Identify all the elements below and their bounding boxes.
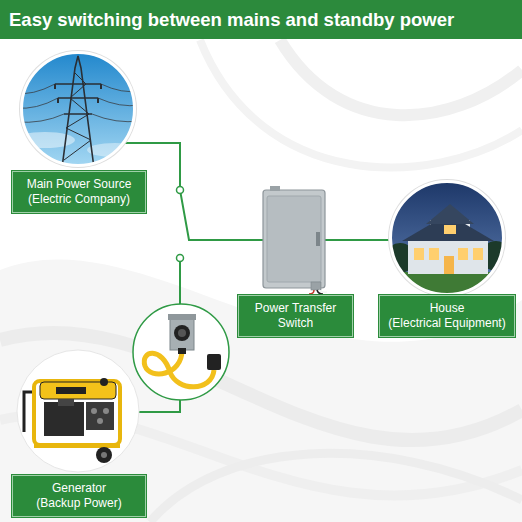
connector-line (353, 239, 383, 241)
component-node: Generator(Backup Power) (12, 350, 146, 517)
label-box: Power Transfer Switch (238, 295, 353, 337)
engine (44, 402, 84, 436)
swoosh (150, 453, 522, 522)
node-label: (Electric Company) (28, 192, 130, 207)
tower-bracing (64, 72, 91, 160)
wire-stub (237, 239, 263, 241)
wheel-hub (101, 452, 107, 458)
window (473, 248, 483, 260)
tower-arms (55, 84, 101, 114)
switch-wire (309, 290, 314, 294)
generator-frame (34, 381, 120, 445)
yellow-cord (144, 350, 214, 387)
tank-badge (56, 387, 86, 394)
inlet-socket (178, 329, 186, 337)
house-roof (426, 204, 474, 224)
switch-cabinet (263, 190, 325, 288)
cord-plug (178, 348, 186, 354)
panel-socket (91, 408, 97, 414)
wire-stubs (120, 143, 393, 412)
title-bar (0, 0, 522, 39)
connector-line (146, 143, 238, 240)
picture-frame (391, 182, 504, 295)
inlet-picture-frame (133, 304, 229, 400)
swoosh (200, 40, 522, 167)
inlet-hood (168, 314, 196, 320)
node-label: House (430, 301, 465, 316)
control-panel (86, 402, 114, 430)
fuel-cap (100, 378, 108, 386)
window (429, 248, 439, 260)
inlet-box (170, 318, 194, 350)
switch-wire (319, 290, 327, 292)
swoosh (280, 40, 522, 115)
label-box: Generator(Backup Power) (12, 475, 146, 517)
power-inlet-picture (144, 314, 221, 387)
label-box: Main Power Source(Electric Company) (12, 171, 146, 213)
insulators (55, 84, 101, 103)
title-area: Easy switching between mains and standby… (0, 0, 522, 39)
panel-socket (103, 408, 109, 414)
sky (18, 50, 138, 170)
cord-plug (207, 354, 221, 370)
node-label: (Electrical Equipment) (388, 316, 505, 331)
house-picture (385, 178, 511, 302)
node-label: Generator (52, 481, 106, 496)
inlet-socket (174, 325, 190, 341)
node-label: (Backup Power) (36, 496, 121, 511)
wheel (96, 447, 112, 463)
component-node: Power Transfer Switch (238, 186, 353, 337)
door (444, 256, 454, 274)
generator-picture (24, 378, 120, 463)
generator-base (34, 443, 120, 448)
engine-cylinder (58, 399, 74, 406)
switch-contact (177, 255, 184, 262)
switch-door (267, 196, 321, 282)
switch-fitting (270, 186, 280, 191)
component-node: House(Electrical Equipment) (383, 180, 511, 337)
generator-handle (24, 392, 32, 432)
house-wall (408, 238, 488, 274)
wire-stub (325, 239, 354, 241)
swoosh (0, 333, 522, 440)
page-title: Easy switching between mains and standby… (0, 0, 522, 39)
node-label: Power Transfer Switch (248, 301, 343, 331)
window (444, 225, 456, 234)
swoosh (0, 259, 522, 522)
component-node: Main Power Source(Electric Company) (12, 50, 146, 213)
switch-latch (316, 232, 320, 246)
panel-socket (97, 418, 103, 424)
tower-legs (62, 56, 94, 168)
power-tower-picture (15, 50, 143, 170)
generator-picture-frame (17, 350, 139, 472)
power-lines (16, 84, 140, 122)
window (458, 248, 468, 260)
label-box: House(Electrical Equipment) (379, 295, 515, 337)
switch-contact (177, 187, 184, 194)
window (414, 248, 424, 260)
picture-frame (22, 53, 135, 166)
node-label: Main Power Source (27, 177, 132, 192)
switch-fitting (311, 282, 321, 290)
